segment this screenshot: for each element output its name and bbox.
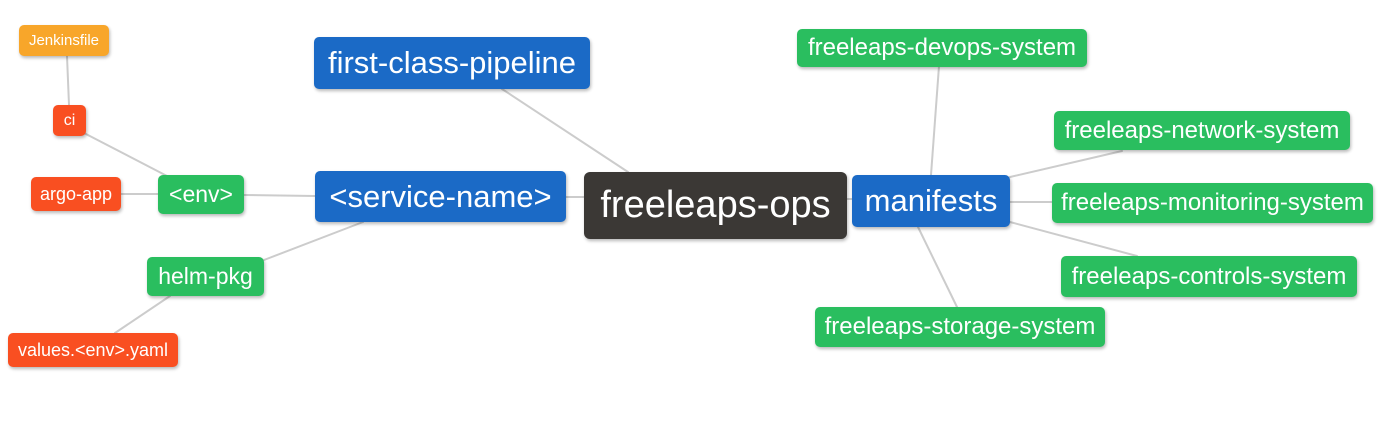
node-argo-app[interactable]: argo-app [31,177,121,211]
node-freeleaps-controls-system[interactable]: freeleaps-controls-system [1061,256,1357,297]
node-env[interactable]: <env> [158,175,244,214]
node-service-name[interactable]: <service-name> [315,171,566,222]
edge-first-class-pipeline-ops [501,88,629,173]
node-first-class-pipeline[interactable]: first-class-pipeline [314,37,590,89]
node-manifests[interactable]: manifests [852,175,1010,227]
node-freeleaps-devops-system[interactable]: freeleaps-devops-system [797,29,1087,67]
edge-manifests-devops [930,65,940,176]
node-helm-pkg[interactable]: helm-pkg [147,257,264,296]
edge-jenkinsfile-ci [66,55,70,106]
edge-helm-pkg-values-env-yaml [114,295,171,334]
node-freeleaps-network-system[interactable]: freeleaps-network-system [1054,111,1350,150]
edge-env-service-name [243,194,316,197]
edge-manifests-controls [1009,221,1138,257]
node-freeleaps-monitoring-system[interactable]: freeleaps-monitoring-system [1052,183,1373,223]
node-ci[interactable]: ci [53,105,86,136]
edge-manifests-storage [917,226,958,308]
node-freeleaps-storage-system[interactable]: freeleaps-storage-system [815,307,1105,347]
node-values-env-yaml[interactable]: values.<env>.yaml [8,333,178,367]
edge-service-name-helm-pkg [263,221,364,261]
node-freeleaps-ops[interactable]: freeleaps-ops [584,172,847,239]
edge-manifests-network [1009,150,1123,178]
node-jenkinsfile[interactable]: Jenkinsfile [19,25,109,56]
edge-ci-env [83,132,168,177]
